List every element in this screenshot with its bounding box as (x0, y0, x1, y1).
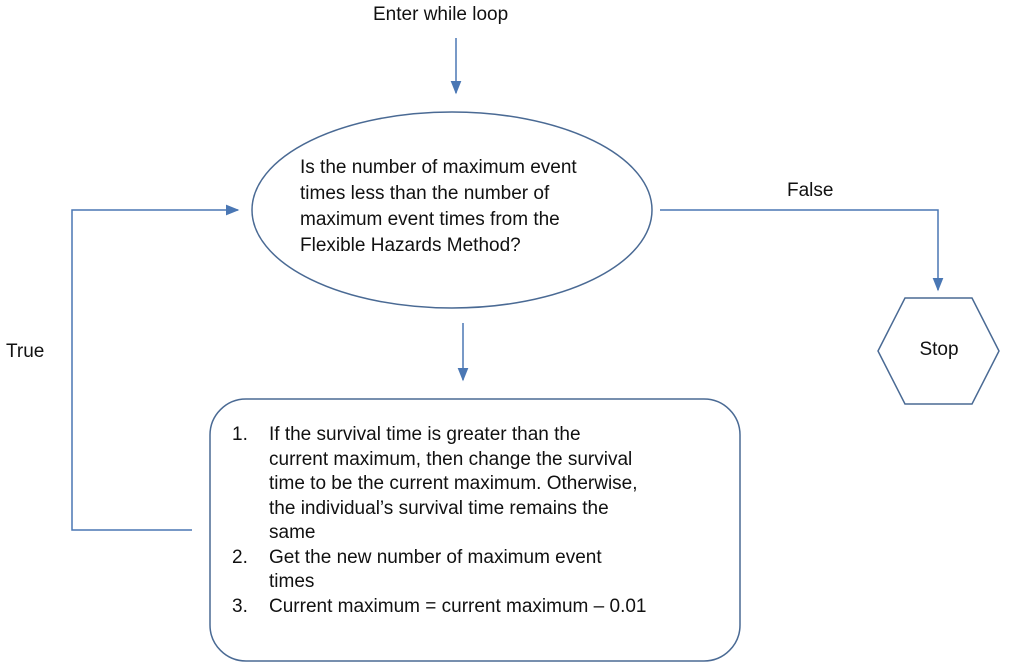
false-arrow (660, 209, 944, 292)
decision-shape (251, 111, 653, 309)
stop-label: Stop (919, 339, 959, 360)
decision-line: times less than the number of (300, 183, 550, 204)
true-loop-arrow (71, 204, 240, 531)
stop-shape (877, 297, 1000, 405)
decision-line: maximum event times from the (300, 209, 560, 230)
entry-label: Enter while loop (373, 4, 509, 25)
process-step: 3. Current maximum = current maximum – 0… (232, 595, 732, 620)
step-text-line: the individual’s survival time remains t… (269, 497, 609, 519)
process-shape (209, 398, 741, 662)
process-step: 1. If the survival time is greater than … (232, 423, 732, 546)
step-text-line: Get the new number of maximum event (269, 546, 602, 568)
step-text-line: current maximum, then change the surviva… (269, 448, 633, 470)
false-label: False (787, 180, 834, 201)
process-steps: 1. If the survival time is greater than … (232, 423, 732, 619)
decision-text: Is the number of maximum event times les… (300, 155, 640, 259)
decision-line: Flexible Hazards Method? (300, 235, 521, 256)
true-label: True (6, 341, 45, 362)
step-number: 3. (232, 595, 248, 617)
step-text-line: times (269, 571, 315, 592)
process-step: 2. Get the new number of maximum event t… (232, 546, 732, 595)
step-number: 1. (232, 424, 248, 445)
step-number: 2. (232, 546, 248, 568)
step-text-line: If the survival time is greater than the (269, 424, 581, 445)
step-text-line: time to be the current maximum. Otherwis… (269, 473, 638, 494)
decision-line: Is the number of maximum event (300, 157, 577, 178)
step-text-line: Current maximum = current maximum – 0.01 (269, 595, 647, 617)
step-text-line: same (269, 522, 316, 543)
